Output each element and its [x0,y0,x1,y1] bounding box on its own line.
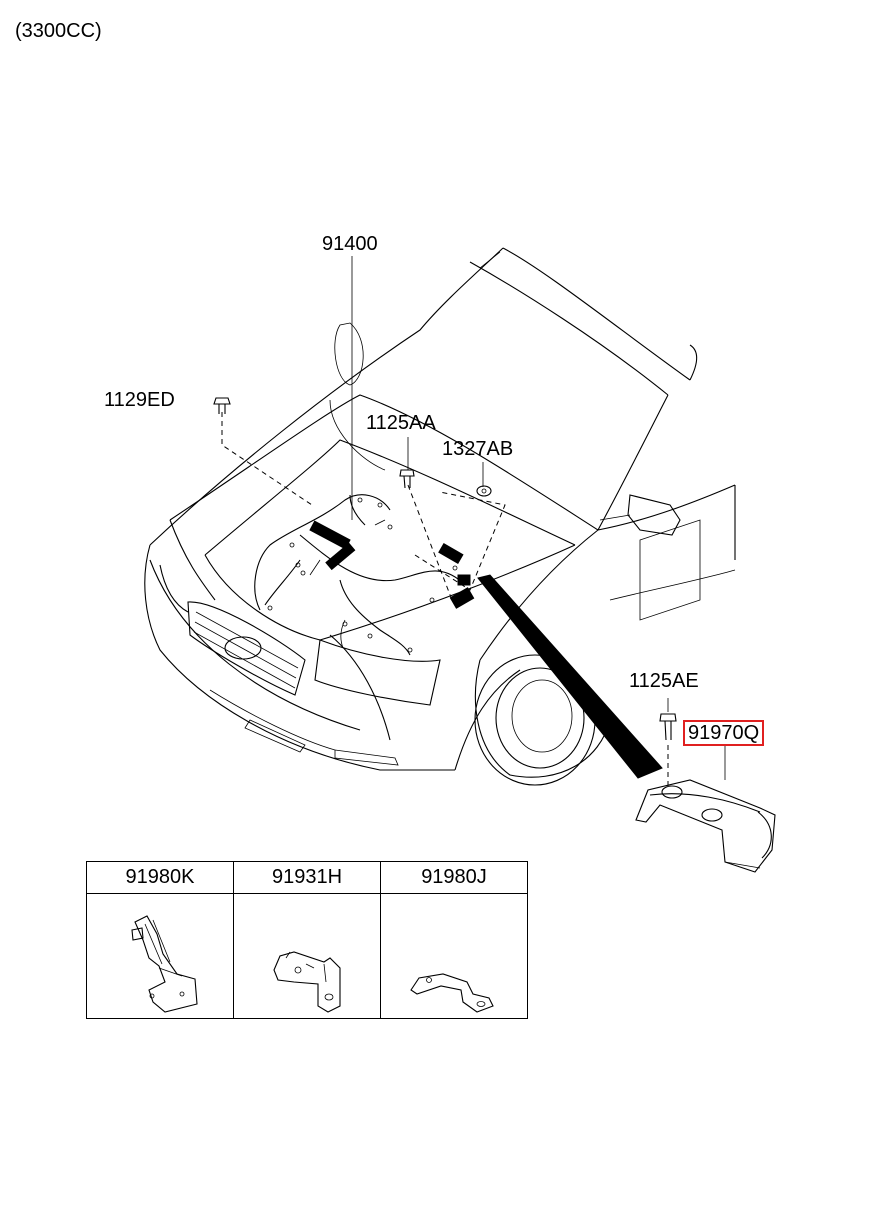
parts-table: 91980K 91931H 91980J [86,861,528,1019]
car-body-outline [144,247,736,786]
callout-1125AA: 1125AA [366,412,436,434]
callout-91970Q-highlighted[interactable]: 91970Q [683,720,765,746]
callout-1327AB: 1327AB [442,438,514,460]
part-91980K-cell [86,893,234,1019]
table-header-91980K: 91980K [86,861,234,894]
wiring-harness [254,494,475,656]
callout-1125AE: 1125AE [629,670,699,692]
bolt-1129ED-icon [213,397,231,414]
engine-note: (3300CC) [15,20,102,42]
bolt-1125AA-icon [399,469,415,489]
table-header-91980J: 91980J [380,861,528,894]
part-91931H-cell [233,893,381,1019]
leader-lines [221,256,726,790]
nut-1327AB-icon [476,485,492,497]
table-header-91931H: 91931H [233,861,381,894]
bolt-1125AE-icon [659,713,677,741]
harness-strip [477,574,663,779]
part-91980J-cell [380,893,528,1019]
callout-91400: 91400 [322,233,378,255]
bracket-91931H-icon [273,951,341,1013]
bracket-91980J-icon [410,973,494,1013]
bracket-91980K-icon [131,915,198,1013]
protector-91970Q-icon [635,779,776,873]
callout-1129ED: 1129ED [104,389,175,411]
